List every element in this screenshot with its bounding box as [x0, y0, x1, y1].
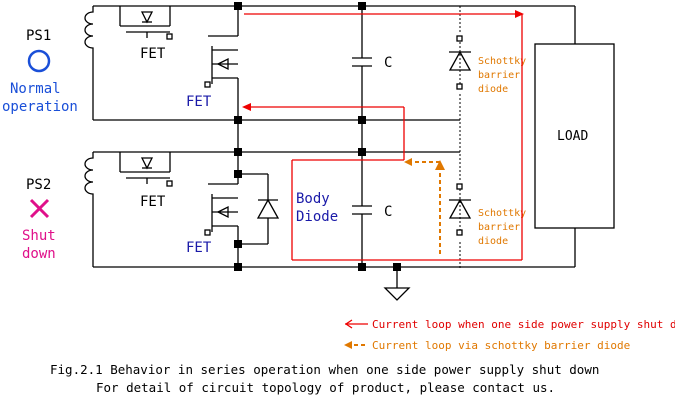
ps2-label: PS2	[26, 177, 51, 193]
ps1-schottky-label-2: barrier	[478, 70, 520, 81]
ps1-label: PS1	[26, 28, 51, 44]
ps1-status-line2: operation	[2, 99, 78, 115]
ps2-series-fet	[119, 152, 173, 187]
ps1-fet-label: FET	[140, 46, 166, 62]
red-current-loop	[242, 10, 524, 261]
load-box	[534, 43, 615, 229]
legend-red	[344, 319, 368, 329]
ps2-body-diode	[238, 173, 280, 245]
body-diode-label-2: Diode	[296, 209, 338, 225]
ps1-series-fet	[119, 6, 173, 40]
caption-line-1: Fig.2.1 Behavior in series operation whe…	[50, 362, 599, 377]
ps1-fet2-label: FET	[186, 94, 212, 110]
ps2-schottky-label-3: diode	[478, 236, 508, 247]
ps1-transformer-coil	[84, 6, 94, 120]
caption-line-2: For detail of circuit topology of produc…	[96, 380, 555, 395]
legend-orange	[344, 341, 368, 349]
legend-orange-text: Current loop via schottky barrier diode	[372, 339, 630, 352]
ps1-capacitor	[352, 6, 372, 120]
ps2-fet-label: FET	[140, 194, 166, 210]
normal-operation-icon	[27, 49, 51, 73]
ps2-capacitor	[352, 152, 372, 267]
ps2-status-line2: down	[22, 246, 56, 262]
ps1-schottky-label-1: Schottky	[478, 56, 526, 67]
ps1-rectifier-fet	[204, 6, 239, 120]
junction-dots	[234, 2, 401, 271]
legend-red-text: Current loop when one side power supply …	[372, 318, 675, 331]
ps2-schottky-diode	[448, 182, 472, 240]
shutdown-x-icon	[29, 198, 50, 219]
ps1-schottky-label-3: diode	[478, 84, 508, 95]
ps2-capacitor-label: C	[384, 204, 392, 220]
ps1-schottky-diode	[448, 34, 472, 94]
ps2-status-line1: Shut	[22, 228, 56, 244]
ps1-status-line1: Normal	[10, 81, 61, 97]
ps2-fet2-label: FET	[186, 240, 212, 256]
ps2-rectifier-fet	[204, 152, 239, 267]
body-diode-label-1: Body	[296, 191, 330, 207]
ps2-schottky-label-1: Schottky	[478, 208, 526, 219]
load-label: LOAD	[557, 129, 588, 144]
ground-symbol	[383, 267, 411, 301]
ps1-capacitor-label: C	[384, 55, 392, 71]
ps2-schottky-label-2: barrier	[478, 222, 520, 233]
ps2-transformer-coil	[84, 152, 94, 267]
orange-current-loop	[404, 158, 445, 254]
